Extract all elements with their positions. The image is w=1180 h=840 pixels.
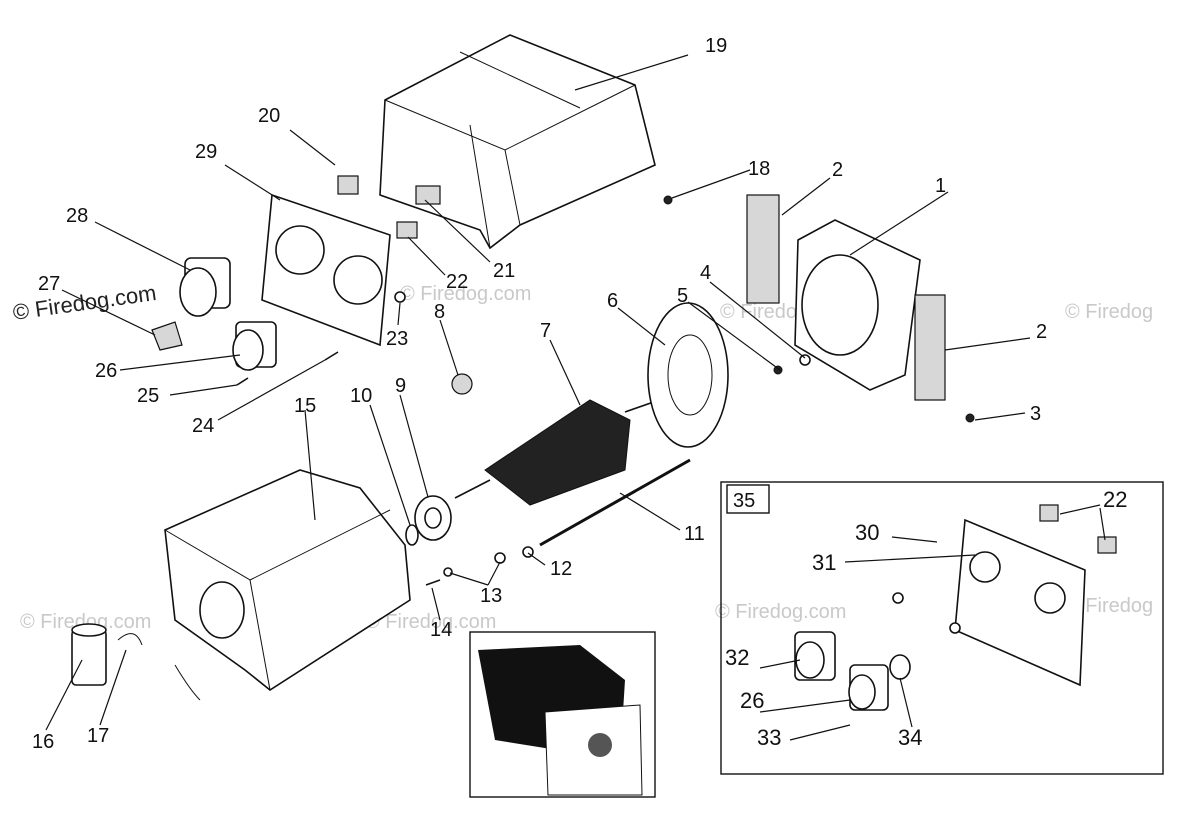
part-screw-24 bbox=[324, 351, 339, 361]
part-screw-18 bbox=[663, 195, 673, 205]
callout-2: 2 bbox=[832, 159, 843, 181]
part-rotor bbox=[454, 397, 666, 506]
part-washer-4 bbox=[799, 354, 811, 366]
watermark: © Firedog.com bbox=[400, 283, 531, 305]
inset-box-35: 35 bbox=[720, 481, 1164, 775]
callout-22: 22 bbox=[1103, 487, 1127, 512]
part-through-bolt bbox=[539, 458, 691, 547]
part-capacitor bbox=[71, 623, 107, 686]
callout-12: 12 bbox=[550, 558, 572, 580]
inset-photo bbox=[469, 631, 656, 798]
callout-23: 23 bbox=[386, 328, 408, 350]
part-nut-13 bbox=[494, 552, 506, 564]
part-end-bell bbox=[794, 219, 921, 391]
callout-20: 20 bbox=[258, 105, 280, 127]
callout-16: 16 bbox=[32, 731, 54, 753]
part-cover bbox=[379, 34, 656, 250]
watermark: © Firedog bbox=[1065, 595, 1153, 617]
callout-26: 26 bbox=[95, 360, 117, 382]
part-control-panel bbox=[261, 193, 391, 347]
callout-33: 33 bbox=[757, 725, 781, 750]
callout-29: 29 bbox=[195, 141, 217, 163]
part-washer-13 bbox=[443, 567, 453, 577]
callout-9: 9 bbox=[395, 375, 406, 397]
part-screen-lower bbox=[914, 294, 946, 401]
callout-4: 4 bbox=[700, 262, 711, 284]
part-screw-5 bbox=[773, 365, 783, 375]
part-switches bbox=[337, 175, 441, 239]
callout-27: 27 bbox=[38, 273, 60, 295]
leader-lines bbox=[45, 54, 1106, 741]
callout-13: 13 bbox=[480, 585, 502, 607]
callout-15: 15 bbox=[294, 395, 316, 417]
callout-22: 22 bbox=[446, 271, 468, 293]
part-screen-upper bbox=[746, 194, 780, 304]
inset-label: 35 bbox=[733, 490, 755, 512]
callout-31: 31 bbox=[812, 550, 836, 575]
callout-28: 28 bbox=[66, 205, 88, 227]
part-outlet-28 bbox=[179, 257, 231, 317]
watermark-main: © Firedog.com bbox=[11, 280, 158, 325]
part-nut-23 bbox=[394, 291, 406, 303]
part-bearing bbox=[405, 495, 452, 546]
callout-21: 21 bbox=[493, 260, 515, 282]
callout-34: 34 bbox=[898, 725, 922, 750]
part-screw-3 bbox=[965, 413, 975, 423]
callout-8: 8 bbox=[434, 301, 445, 323]
callout-30: 30 bbox=[855, 520, 879, 545]
callout-32: 32 bbox=[725, 645, 749, 670]
callout-7: 7 bbox=[540, 320, 551, 342]
part-fan bbox=[647, 302, 729, 448]
part-clamp bbox=[117, 633, 143, 646]
part-outlet-26 bbox=[232, 321, 277, 371]
callout-26: 26 bbox=[740, 688, 764, 713]
callout-3: 3 bbox=[1030, 403, 1041, 425]
callout-14: 14 bbox=[430, 619, 452, 641]
part-screw-25 bbox=[236, 377, 249, 386]
watermark: © Firedog bbox=[1065, 301, 1153, 323]
watermark: © Firedog.com bbox=[20, 611, 151, 633]
callout-10: 10 bbox=[350, 385, 372, 407]
part-brush-holder bbox=[451, 373, 473, 395]
callout-2: 2 bbox=[1036, 321, 1047, 343]
callout-17: 17 bbox=[87, 725, 109, 747]
callout-18: 18 bbox=[748, 158, 770, 180]
part-stator-housing bbox=[164, 469, 411, 701]
callout-1: 1 bbox=[935, 175, 946, 197]
callout-25: 25 bbox=[137, 385, 159, 407]
callout-5: 5 bbox=[677, 285, 688, 307]
part-cover-27 bbox=[151, 321, 183, 351]
watermark: © Firedog.com bbox=[365, 611, 496, 633]
callout-19: 19 bbox=[705, 35, 727, 57]
callout-24: 24 bbox=[192, 415, 214, 437]
callout-6: 6 bbox=[607, 290, 618, 312]
part-stud-14 bbox=[425, 579, 441, 586]
callout-11: 11 bbox=[684, 523, 705, 545]
watermark: © Firedog.com bbox=[715, 601, 846, 623]
